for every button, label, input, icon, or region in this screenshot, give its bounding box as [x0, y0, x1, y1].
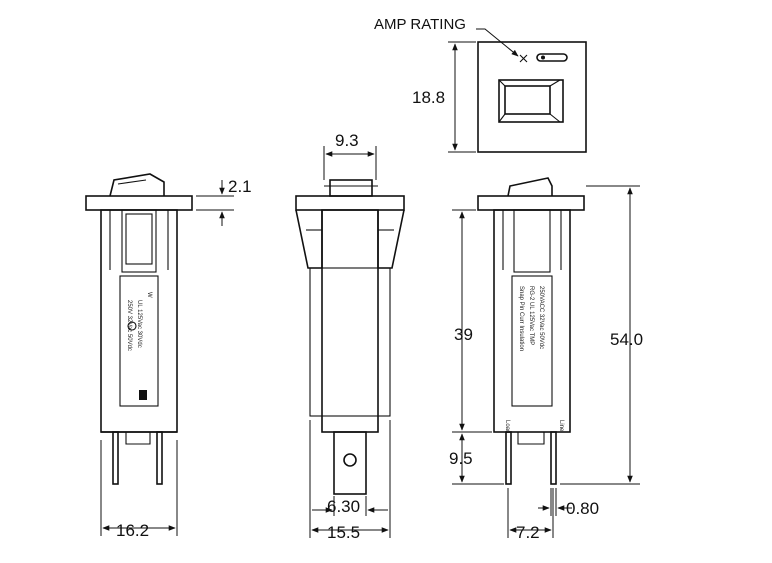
dim-tab-width: 6.30	[327, 497, 360, 516]
side-rocker	[329, 179, 373, 197]
side-body	[321, 209, 379, 433]
load-label: Load	[504, 420, 510, 433]
line-label: Line	[558, 420, 564, 432]
rear-label-panel	[511, 275, 553, 407]
amp-rating-label: AMP RATING	[374, 16, 466, 33]
rear-view: Snap Pin Curr Insulation RG-2 UL 125Vac …	[449, 177, 643, 542]
bezel-outline	[477, 41, 587, 153]
svg-text:UL 125Vac 30Vdc: UL 125Vac 30Vdc	[136, 300, 142, 348]
front-rocker	[109, 173, 165, 197]
side-latch-right	[377, 209, 405, 269]
rear-flange	[477, 195, 585, 211]
dim-body-length: 39	[454, 325, 473, 344]
front-flange	[85, 195, 193, 211]
side-view: 9.3 6.30 15.5	[295, 131, 405, 542]
dim-terminal-spacing: 7.2	[516, 523, 540, 542]
dim-rocker-offset: 2.1	[228, 177, 252, 196]
dim-terminal-thickness: 0.80	[566, 499, 599, 518]
front-view: W UL 125Vac 30Vdc 250V 32Vac 50Vdc 16.2 …	[85, 173, 252, 540]
svg-text:Snap Pin Curr Insulation: Snap Pin Curr Insulation	[518, 286, 524, 351]
dim-body-width-front: 16.2	[116, 521, 149, 540]
svg-text:250V 32Vac 50Vdc: 250V 32Vac 50Vdc	[126, 300, 132, 351]
svg-text:RG-2 UL 125Vac TMP: RG-2 UL 125Vac TMP	[528, 286, 534, 345]
amp-mark-x	[519, 54, 528, 63]
rocker-inner	[504, 85, 551, 115]
dim-body-width-side: 15.5	[327, 523, 360, 542]
svg-text:W: W	[146, 292, 152, 298]
rear-terminal-left	[505, 431, 512, 485]
dim-terminal-length: 9.5	[449, 449, 473, 468]
rear-rocker	[507, 177, 553, 197]
amp-mark-pill	[536, 53, 568, 62]
top-view: AMP RATING 18.8	[374, 16, 587, 153]
side-latch-left	[295, 209, 323, 269]
front-terminal-right	[156, 431, 163, 485]
dim-bezel-width: 9.3	[335, 131, 359, 150]
dim-overall-length: 54.0	[610, 330, 643, 349]
rear-terminal-right	[550, 431, 557, 485]
side-tab-terminal	[333, 431, 367, 495]
dim-bezel-height: 18.8	[412, 88, 445, 107]
amp-rating-leader	[476, 28, 519, 57]
front-label-panel	[119, 275, 159, 407]
front-terminal-left	[112, 431, 119, 485]
rocker-outer	[498, 79, 564, 123]
svg-text:250VACC 32Vac 50Vdc: 250VACC 32Vac 50Vdc	[538, 286, 544, 349]
side-flange	[295, 195, 405, 211]
